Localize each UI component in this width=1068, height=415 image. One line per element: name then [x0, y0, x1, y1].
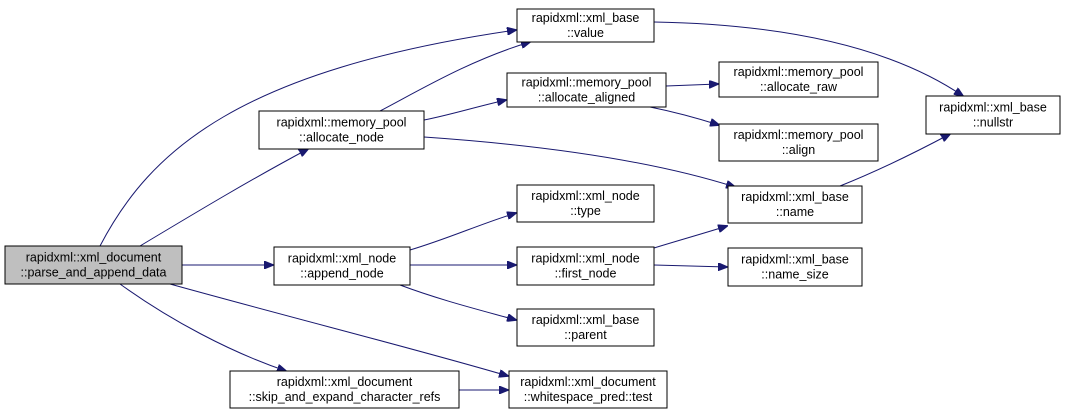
node-function-label: ::whitespace_pred::test	[524, 390, 653, 404]
node-namespace-label: rapidxml::memory_pool	[522, 76, 652, 90]
edge-append_node-to-parent	[399, 284, 516, 320]
node-namespace-label: rapidxml::memory_pool	[734, 128, 864, 142]
node-parent[interactable]: rapidxml::xml_base::parent	[516, 308, 655, 347]
edge-first_node-to-name_size	[653, 265, 727, 267]
node-namespace-label: rapidxml::xml_base	[532, 313, 640, 327]
node-box	[516, 8, 655, 43]
node-box	[718, 61, 879, 98]
node-function-label: ::parent	[564, 328, 607, 342]
node-function-label: ::value	[567, 26, 604, 40]
node-box	[727, 185, 863, 224]
node-namespace-label: rapidxml::xml_base	[741, 253, 849, 267]
node-namespace-label: rapidxml::xml_base	[741, 190, 849, 204]
function-nodes: rapidxml::xml_document::parse_and_append…	[4, 8, 1061, 409]
edge-parse_and_append_data-to-whitespace_test	[169, 283, 508, 376]
edge-append_node-to-xml_node_type	[409, 213, 516, 251]
call-edges	[99, 21, 963, 390]
node-function-label: ::append_node	[300, 267, 383, 281]
node-box	[727, 247, 863, 287]
node-namespace-label: rapidxml::xml_document	[520, 375, 656, 389]
edge-allocate_node-to-xml_base_value	[379, 42, 530, 112]
node-function-label: ::skip_and_expand_character_refs	[249, 390, 441, 404]
node-name_size[interactable]: rapidxml::xml_base::name_size	[727, 247, 863, 287]
node-function-label: ::first_node	[555, 267, 617, 281]
node-box	[273, 246, 411, 286]
node-box	[258, 110, 425, 150]
node-namespace-label: rapidxml::xml_base	[532, 11, 640, 25]
edge-parse_and_append_data-to-xml_base_value	[99, 30, 516, 247]
node-box	[925, 95, 1061, 135]
node-box	[516, 184, 655, 223]
node-xml_node_type[interactable]: rapidxml::xml_node::type	[516, 184, 655, 223]
edge-first_node-to-xml_base_name	[653, 226, 727, 249]
node-function-label: ::align	[782, 143, 815, 157]
node-namespace-label: rapidxml::xml_base	[939, 101, 1047, 115]
node-box	[516, 246, 655, 286]
node-allocate_aligned[interactable]: rapidxml::memory_pool::allocate_aligned	[506, 72, 667, 108]
node-nullstr[interactable]: rapidxml::xml_base::nullstr	[925, 95, 1061, 135]
node-parse_and_append_data[interactable]: rapidxml::xml_document::parse_and_append…	[4, 245, 183, 285]
node-function-label: ::nullstr	[973, 116, 1013, 130]
node-allocate_node[interactable]: rapidxml::memory_pool::allocate_node	[258, 110, 425, 150]
edge-xml_base_value-to-nullstr	[653, 21, 963, 96]
edge-allocate_node-to-xml_base_name	[423, 136, 735, 187]
node-function-label: ::name	[776, 205, 814, 219]
node-xml_base_name[interactable]: rapidxml::xml_base::name	[727, 185, 863, 224]
node-box	[506, 72, 667, 108]
node-function-label: ::allocate_node	[299, 131, 384, 145]
node-box	[718, 123, 879, 162]
node-skip_and_expand[interactable]: rapidxml::xml_document::skip_and_expand_…	[229, 370, 460, 409]
node-align[interactable]: rapidxml::memory_pool::align	[718, 123, 879, 162]
node-box	[516, 308, 655, 347]
node-first_node[interactable]: rapidxml::xml_node::first_node	[516, 246, 655, 286]
node-box	[508, 370, 668, 409]
node-xml_base_value[interactable]: rapidxml::xml_base::value	[516, 8, 655, 43]
node-box	[229, 370, 460, 409]
edge-xml_base_name-to-nullstr	[839, 134, 950, 187]
edge-parse_and_append_data-to-allocate_node	[139, 149, 308, 247]
edge-allocate_aligned-to-align	[649, 106, 719, 125]
edge-allocate_node-to-allocate_aligned	[423, 100, 506, 121]
node-whitespace_test[interactable]: rapidxml::xml_document::whitespace_pred:…	[508, 370, 668, 409]
node-namespace-label: rapidxml::xml_node	[288, 252, 396, 266]
edge-parse_and_append_data-to-skip_and_expand	[119, 283, 286, 371]
node-namespace-label: rapidxml::xml_node	[531, 252, 639, 266]
node-function-label: ::name_size	[761, 268, 828, 282]
node-namespace-label: rapidxml::memory_pool	[734, 65, 864, 79]
node-allocate_raw[interactable]: rapidxml::memory_pool::allocate_raw	[718, 61, 879, 98]
node-function-label: ::parse_and_append_data	[21, 266, 167, 280]
edge-allocate_aligned-to-allocate_raw	[665, 84, 718, 86]
node-box	[4, 245, 183, 285]
node-function-label: ::allocate_raw	[760, 80, 838, 94]
node-namespace-label: rapidxml::xml_document	[26, 251, 162, 265]
node-namespace-label: rapidxml::xml_node	[531, 189, 639, 203]
node-namespace-label: rapidxml::memory_pool	[277, 116, 407, 130]
node-namespace-label: rapidxml::xml_document	[277, 375, 413, 389]
node-append_node[interactable]: rapidxml::xml_node::append_node	[273, 246, 411, 286]
node-function-label: ::allocate_aligned	[538, 91, 635, 105]
node-function-label: ::type	[570, 204, 601, 218]
